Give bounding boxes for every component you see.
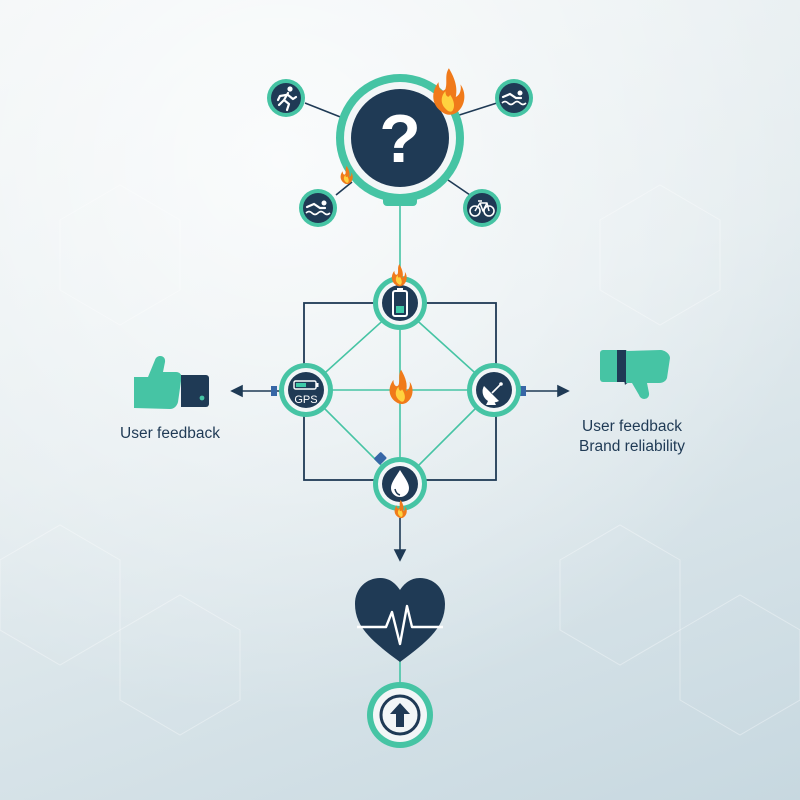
question-mark: ?: [379, 101, 421, 177]
connectivity-node: [467, 363, 521, 417]
thumbs-up-icon: [134, 356, 209, 409]
question-node: ?: [336, 74, 464, 206]
swimming-icon: [495, 79, 533, 117]
satellite-dish-icon: [482, 382, 503, 405]
gps-icon: GPS: [293, 380, 319, 406]
gps-node: GPS: [279, 363, 333, 417]
arrow-up-node: [367, 682, 433, 748]
down-arrow: [393, 518, 407, 562]
running-icon: [267, 79, 305, 117]
thumbs-down-icon: [600, 350, 670, 399]
swimming-icon: [299, 189, 337, 227]
cycling-icon: [463, 189, 501, 227]
brand-reliability-label: Brand reliability: [579, 438, 685, 455]
hexagon-pattern: [0, 184, 800, 736]
battery-node: [373, 276, 427, 330]
gps-label: GPS: [294, 394, 317, 406]
water-resistance-node: [373, 452, 427, 511]
water-drop-icon: [391, 470, 409, 497]
heart-pulse-icon: [355, 578, 445, 662]
left-feedback-label: User feedback: [120, 425, 220, 442]
battery-icon: [392, 288, 408, 317]
arrow-up-icon: [390, 703, 410, 727]
right-feedback-label: User feedback: [582, 418, 682, 435]
feedback-arrows: [230, 384, 570, 398]
